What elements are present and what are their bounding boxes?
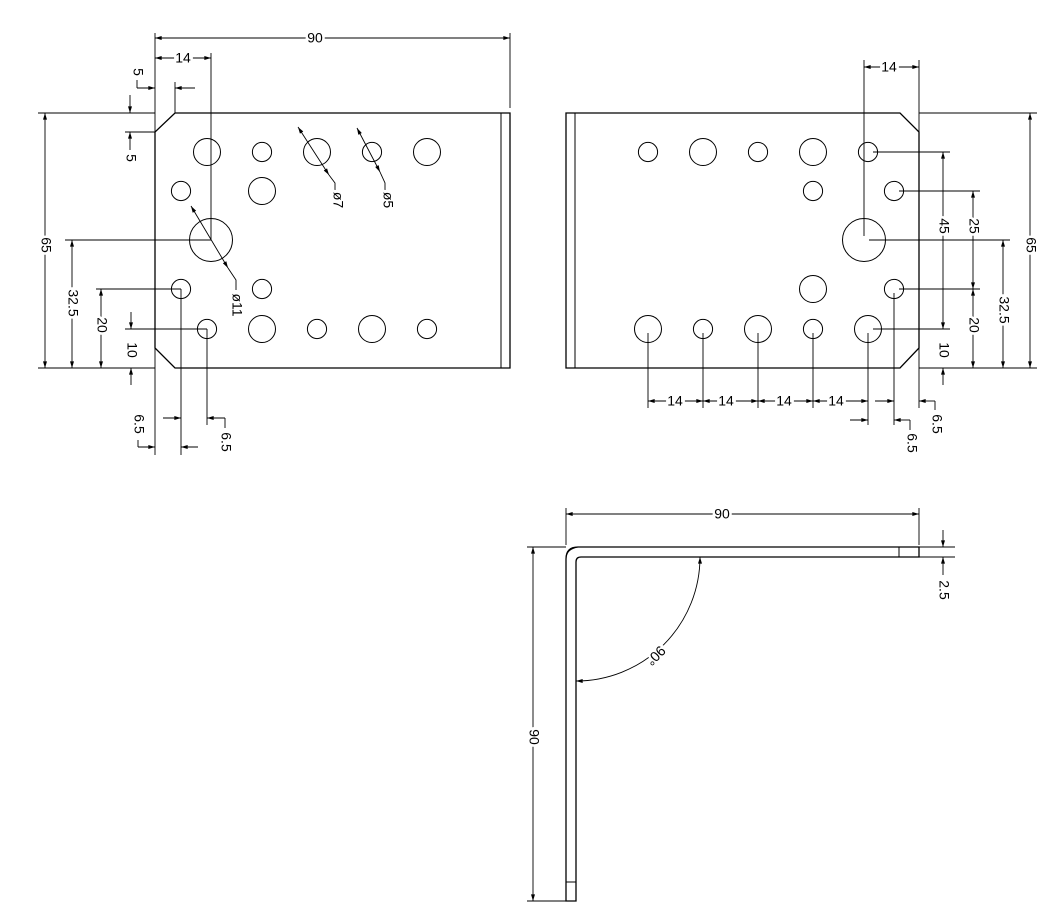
left-dimension-lines <box>43 36 511 449</box>
dim-offset-a: 6.5 <box>131 414 147 434</box>
hole <box>251 278 273 300</box>
dim-center-height: 32.5 <box>65 289 81 316</box>
hole <box>747 141 769 163</box>
hole <box>689 138 717 166</box>
hole <box>413 138 441 166</box>
hole <box>193 138 221 166</box>
right-dimension-lines <box>648 65 1032 430</box>
dim-pitch: 14 <box>667 393 683 409</box>
dim-pitch: 14 <box>828 393 844 409</box>
dim-offset-b: 6.5 <box>904 433 920 453</box>
dim-offset-a: 6.5 <box>929 414 945 434</box>
dim-hole-offset: 14 <box>881 59 897 75</box>
left-dimension-labels: 90 14 5 5 65 32.5 20 10 6.5 6.5 ø7 ø5 ø1… <box>36 27 399 454</box>
dim-height: 65 <box>1023 237 1039 253</box>
dim-center-height: 32.5 <box>996 296 1012 323</box>
right-holes <box>634 138 905 343</box>
dim-dia-small: ø5 <box>380 192 396 209</box>
dim-chamfer-h: 5 <box>130 68 146 76</box>
dim-row1-height: 10 <box>124 342 140 358</box>
dim-hole-offset: 14 <box>175 50 191 66</box>
right-view: 14 45 25 32.5 65 20 10 14 14 14 14 6.5 6… <box>565 56 1042 455</box>
hole <box>170 180 192 202</box>
side-view: 90 90 90° 2.5 <box>524 503 955 902</box>
side-dimension-lines <box>531 512 945 901</box>
hole <box>802 180 824 202</box>
dim-thickness: 2.5 <box>936 580 952 600</box>
hole <box>416 318 438 340</box>
hole <box>251 141 273 163</box>
l-profile-outline <box>565 546 920 902</box>
dim-offset-b: 6.5 <box>218 432 234 452</box>
left-view: 90 14 5 5 65 32.5 20 10 6.5 6.5 ø7 ø5 ø1… <box>36 27 511 455</box>
dim-pitch: 14 <box>776 393 792 409</box>
hole <box>799 138 827 166</box>
right-extension-lines <box>647 60 1037 425</box>
dim-chamfer-v: 5 <box>123 154 139 162</box>
dim-span-outer: 45 <box>936 218 952 234</box>
hole <box>361 141 383 163</box>
hole <box>248 177 276 205</box>
dim-height: 65 <box>38 237 54 253</box>
dim-overall-width: 90 <box>307 30 323 46</box>
left-plate-outline <box>154 112 511 369</box>
dim-height: 90 <box>526 729 542 745</box>
right-plate-outline <box>565 112 920 369</box>
dim-dia-center: ø11 <box>229 293 245 316</box>
dim-dia-large: ø7 <box>330 192 346 209</box>
dim-width: 90 <box>714 506 730 522</box>
dim-span-inner: 25 <box>966 218 982 234</box>
hole <box>248 315 276 343</box>
hole <box>306 318 328 340</box>
dim-row2-height: 20 <box>94 317 110 333</box>
left-extension-lines <box>38 33 511 455</box>
dim-row2-height: 20 <box>966 317 982 333</box>
side-extension-lines <box>527 508 955 902</box>
dim-row1-height: 10 <box>936 342 952 358</box>
right-dimension-labels: 14 45 25 32.5 65 20 10 14 14 14 14 6.5 6… <box>665 56 1042 455</box>
side-dimension-labels: 90 90 90° 2.5 <box>524 503 955 747</box>
hole <box>799 275 827 303</box>
hole <box>637 141 659 163</box>
hole <box>358 315 386 343</box>
dim-pitch: 14 <box>718 393 734 409</box>
dim-angle: 90° <box>643 643 669 669</box>
